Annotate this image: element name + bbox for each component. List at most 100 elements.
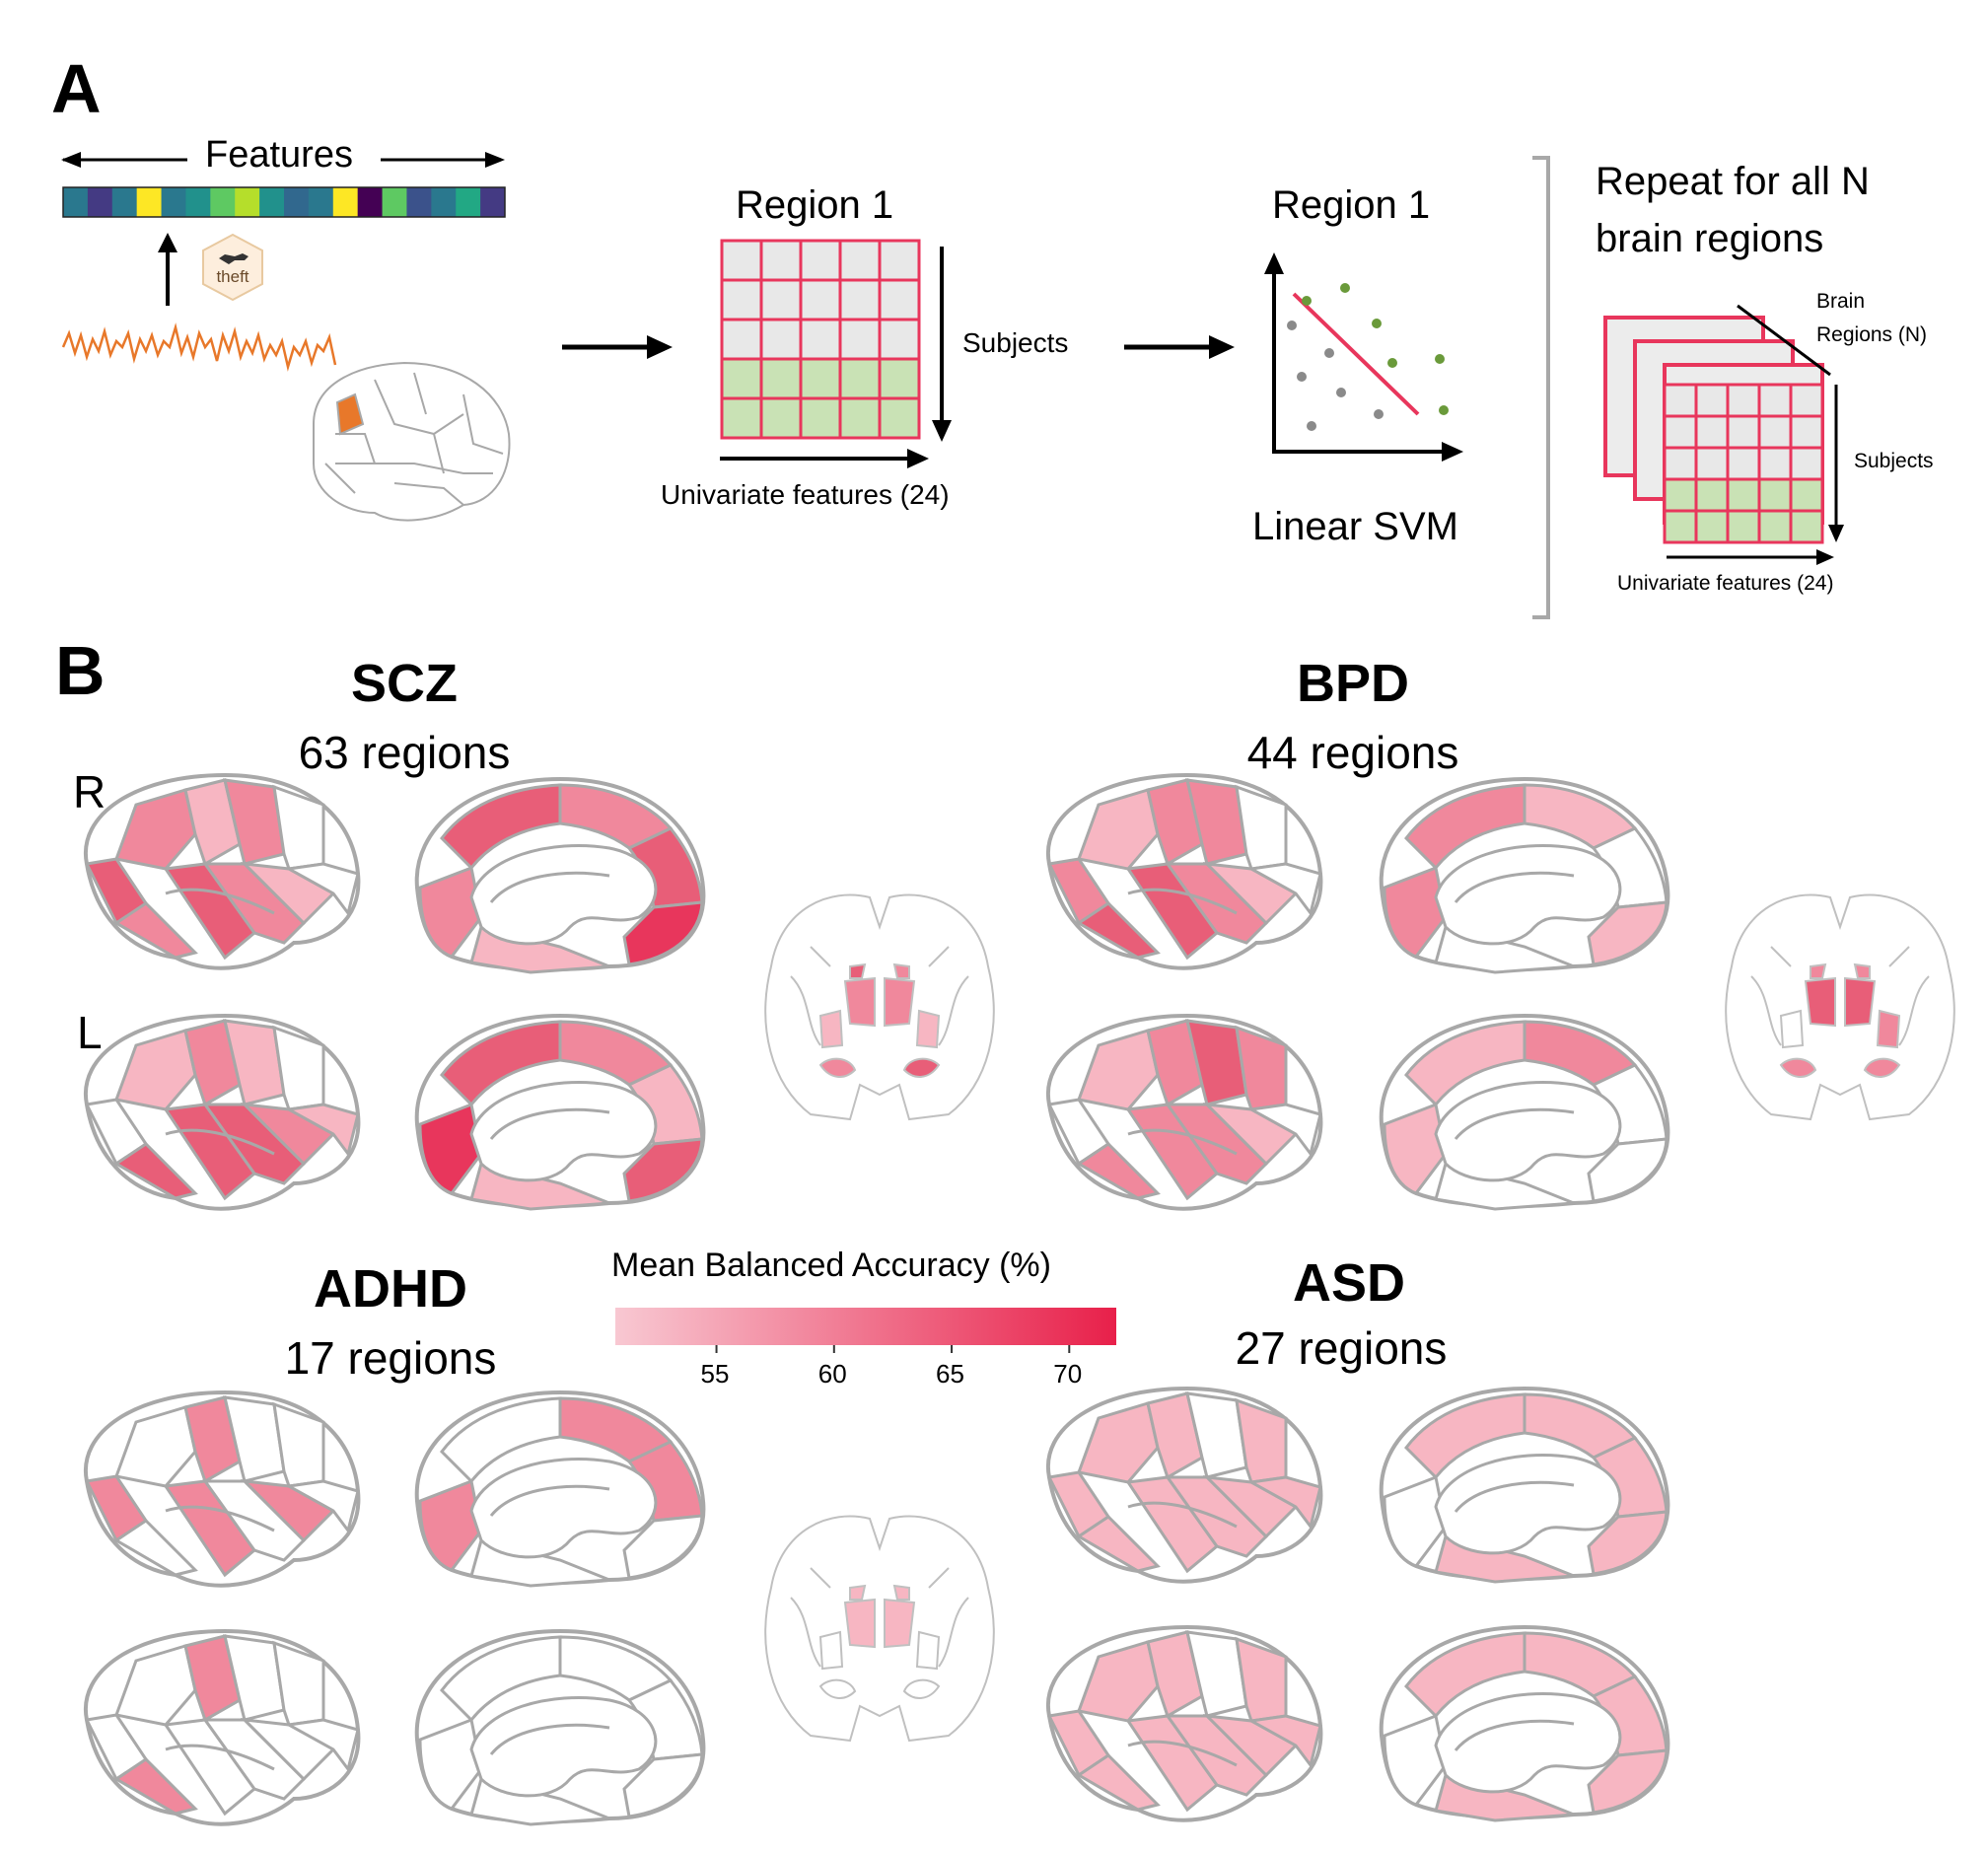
- cortical-parcel: [418, 1478, 483, 1572]
- asd-right-medial: [1379, 1386, 1670, 1584]
- asd-left-medial: [1379, 1624, 1670, 1822]
- cortical-parcel: [284, 1103, 360, 1158]
- feature-cell: [406, 187, 432, 217]
- repeat-line-2: brain regions: [1596, 217, 1824, 260]
- cortical-parcel: [113, 1405, 197, 1488]
- features-label: Features: [205, 134, 353, 176]
- feature-cell: [382, 187, 407, 217]
- cortical-parcel: [1076, 1029, 1160, 1111]
- svm-plot: [1264, 252, 1463, 462]
- feature-cell: [431, 187, 457, 217]
- cortical-parcel: [1076, 901, 1161, 960]
- cortical-parcel: [1246, 1103, 1322, 1158]
- extraction-arrow: [158, 233, 178, 306]
- bpd-subcortical: [1725, 893, 1955, 1121]
- cortical-parcel: [1185, 1630, 1248, 1718]
- cortical-parcel: [1587, 1137, 1668, 1203]
- cortical-parcel: [418, 1717, 483, 1811]
- subcortical-region: [1863, 1057, 1901, 1078]
- subcortical-region: [818, 1057, 857, 1078]
- asd-right-lateral: [1045, 1386, 1323, 1584]
- feature-strip: [62, 186, 506, 218]
- region-feature-matrix: [720, 239, 921, 440]
- cortical-parcel: [284, 1479, 360, 1534]
- colorbar-gradient: [615, 1308, 1116, 1345]
- repeat-line-1: Repeat for all N: [1596, 160, 1870, 203]
- cortical-parcel: [183, 1395, 242, 1484]
- cortical-parcel: [223, 1634, 286, 1722]
- cortical-parcel: [284, 1718, 360, 1773]
- cortical-parcel: [223, 778, 286, 866]
- cortical-parcel: [622, 1752, 704, 1818]
- cortical-parcel: [1185, 1391, 1248, 1479]
- subcortical-region: [892, 962, 910, 979]
- cortical-parcel: [113, 788, 197, 871]
- cortical-parcel: [1146, 1630, 1204, 1719]
- cortical-parcel: [1146, 1019, 1204, 1107]
- cortical-parcel: [284, 862, 360, 917]
- scz-left-medial: [414, 1013, 706, 1211]
- brain-regions-line-1: Brain: [1816, 290, 1866, 313]
- subcortical-region: [849, 1584, 867, 1601]
- subcortical-region: [1853, 962, 1871, 979]
- feature-cell: [63, 187, 89, 217]
- feature-cell: [456, 187, 481, 217]
- disorder-name-asd: ASD: [1292, 1253, 1405, 1313]
- cortical-parcel: [1185, 1019, 1248, 1106]
- disorder-name-adhd: ADHD: [314, 1259, 467, 1318]
- linear-svm-label: Linear SVM: [1252, 505, 1458, 548]
- subcortical-region: [915, 1630, 941, 1671]
- subcortical-region: [818, 1630, 844, 1671]
- cortical-parcel: [418, 865, 483, 959]
- subcortical-region: [1779, 1057, 1817, 1078]
- subjects-label: Subjects: [962, 327, 1069, 358]
- feature-cell: [332, 187, 359, 217]
- subcortical-region: [1779, 1009, 1805, 1049]
- feature-cell: [136, 187, 163, 217]
- cortical-parcel: [1383, 865, 1448, 959]
- adhd-left-lateral: [83, 1628, 361, 1826]
- feature-cell: [161, 187, 186, 217]
- subcortical-region: [1804, 976, 1836, 1028]
- cortical-parcel: [113, 1029, 197, 1111]
- adhd-left-medial: [414, 1628, 706, 1826]
- stack-subjects-label: Subjects: [1854, 450, 1934, 472]
- feature-cell: [357, 187, 384, 217]
- subcortical-region: [915, 1009, 941, 1049]
- cortical-parcel: [113, 1757, 198, 1816]
- cortical-parcel: [113, 1644, 197, 1727]
- cortical-parcel: [1587, 900, 1668, 966]
- feature-cell: [284, 187, 310, 217]
- cortical-parcel: [622, 900, 704, 966]
- cortical-parcel: [1246, 1475, 1322, 1531]
- cortical-parcel: [183, 778, 242, 867]
- cortical-parcel: [1076, 1640, 1160, 1723]
- flow-arrow-2: [1124, 335, 1235, 359]
- repeat-bracket: [1532, 156, 1550, 619]
- subcortical-region: [1876, 1009, 1901, 1049]
- brain-regions-line-2: Regions (N): [1816, 323, 1928, 346]
- scz-left-lateral: [83, 1013, 361, 1211]
- cortical-parcel: [1146, 778, 1204, 867]
- disorder-name-scz: SCZ: [351, 654, 458, 713]
- bpd-right-medial: [1379, 776, 1670, 974]
- panel-b-label: B: [55, 632, 106, 709]
- disorder-count-scz: 63 regions: [298, 727, 511, 778]
- subcortical-region: [902, 1678, 941, 1699]
- cortical-parcel: [1076, 1515, 1161, 1573]
- cortical-parcel: [1383, 1713, 1448, 1807]
- feature-cell: [235, 187, 260, 217]
- subcortical-region: [884, 976, 916, 1028]
- scz-right-lateral: [83, 772, 361, 970]
- colorbar-tick-label: 60: [817, 1359, 847, 1389]
- scz-right-medial: [414, 776, 706, 974]
- disorder-name-bpd: BPD: [1296, 654, 1409, 713]
- disorder-count-asd: 27 regions: [1235, 1322, 1448, 1374]
- panel-a-label: A: [51, 50, 102, 127]
- features-arrow: [61, 152, 505, 168]
- adhd-right-medial: [414, 1390, 706, 1588]
- cortical-parcel: [418, 1102, 483, 1195]
- feature-cell: [259, 187, 285, 217]
